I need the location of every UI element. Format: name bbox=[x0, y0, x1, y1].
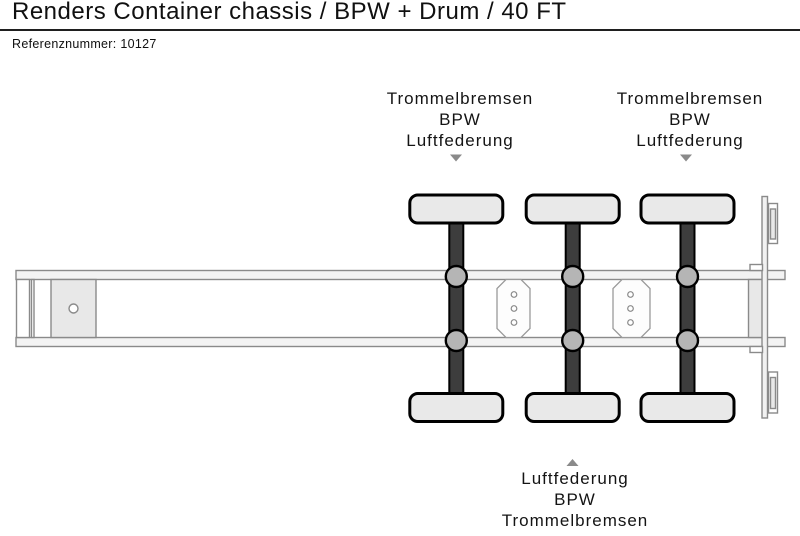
rear-bracket-bottom-inner bbox=[769, 376, 777, 410]
rivet bbox=[510, 319, 518, 326]
spec-line-suspension: Luftfederung bbox=[636, 131, 744, 150]
header-divider bbox=[0, 29, 800, 31]
suspension-hub bbox=[675, 264, 700, 289]
front-end-cap bbox=[15, 278, 31, 339]
top-rail bbox=[15, 269, 786, 281]
axle-spec-label-middle: Luftfederung BPW Trommelbremsen bbox=[465, 468, 685, 531]
spec-line-brand: BPW bbox=[669, 110, 711, 129]
suspension-hub bbox=[561, 264, 585, 289]
spec-line-brakes: Trommelbremsen bbox=[501, 511, 649, 530]
wheel bbox=[524, 193, 621, 225]
kingpin bbox=[68, 303, 79, 314]
reference-number: Referenznummer: 10127 bbox=[12, 36, 157, 52]
bottom-rail bbox=[15, 336, 786, 348]
axle-beam bbox=[448, 208, 465, 409]
rivet bbox=[627, 305, 634, 312]
suspension-hub bbox=[561, 328, 585, 353]
spec-line-brand: BPW bbox=[554, 490, 596, 509]
reference-value: 10127 bbox=[120, 37, 157, 51]
rivet bbox=[627, 319, 634, 326]
wheel bbox=[408, 392, 505, 423]
rivet bbox=[510, 305, 518, 312]
rear-bracket-top-inner bbox=[769, 208, 777, 240]
spec-line-suspension: Luftfederung bbox=[406, 131, 514, 150]
rear-crossmember bbox=[747, 278, 764, 339]
arrow-down-icon bbox=[450, 154, 462, 162]
wheel bbox=[639, 392, 736, 423]
arrow-down-icon bbox=[680, 154, 692, 162]
axle-beam bbox=[679, 208, 696, 409]
axle-spec-label-rear: Trommelbremsen BPW Luftfederung bbox=[580, 88, 800, 151]
front-rib bbox=[30, 278, 35, 339]
axle-spec-label-front: Trommelbremsen BPW Luftfederung bbox=[350, 88, 570, 151]
suspension-hub bbox=[444, 328, 468, 353]
wheel bbox=[639, 193, 736, 225]
rear-end bbox=[747, 195, 779, 419]
rivet bbox=[627, 291, 634, 298]
spec-line-brakes: Trommelbremsen bbox=[386, 89, 534, 108]
rear-step-bottom bbox=[749, 345, 764, 354]
rivet bbox=[510, 291, 518, 298]
rear-bumper-bar bbox=[761, 195, 769, 419]
arrow-up-icon bbox=[566, 459, 579, 466]
axle-3 bbox=[639, 193, 736, 423]
axle-beam bbox=[564, 208, 581, 409]
axle-2 bbox=[524, 193, 621, 423]
crossmember bbox=[612, 278, 651, 339]
rear-step-top bbox=[749, 263, 764, 272]
suspension-hub bbox=[444, 264, 468, 289]
crossmember bbox=[496, 278, 531, 339]
suspension-hub bbox=[675, 328, 700, 353]
spec-line-suspension: Luftfederung bbox=[521, 469, 629, 488]
front-end bbox=[15, 278, 97, 339]
spec-line-brakes: Trommelbremsen bbox=[616, 89, 764, 108]
wheel bbox=[524, 392, 621, 423]
reference-label: Referenznummer: bbox=[12, 37, 117, 51]
chassis-frame bbox=[15, 269, 786, 348]
axle-1 bbox=[408, 193, 505, 423]
spec-line-brand: BPW bbox=[439, 110, 481, 129]
wheel bbox=[408, 193, 505, 225]
page-title: Renders Container chassis / BPW + Drum /… bbox=[12, 0, 567, 25]
